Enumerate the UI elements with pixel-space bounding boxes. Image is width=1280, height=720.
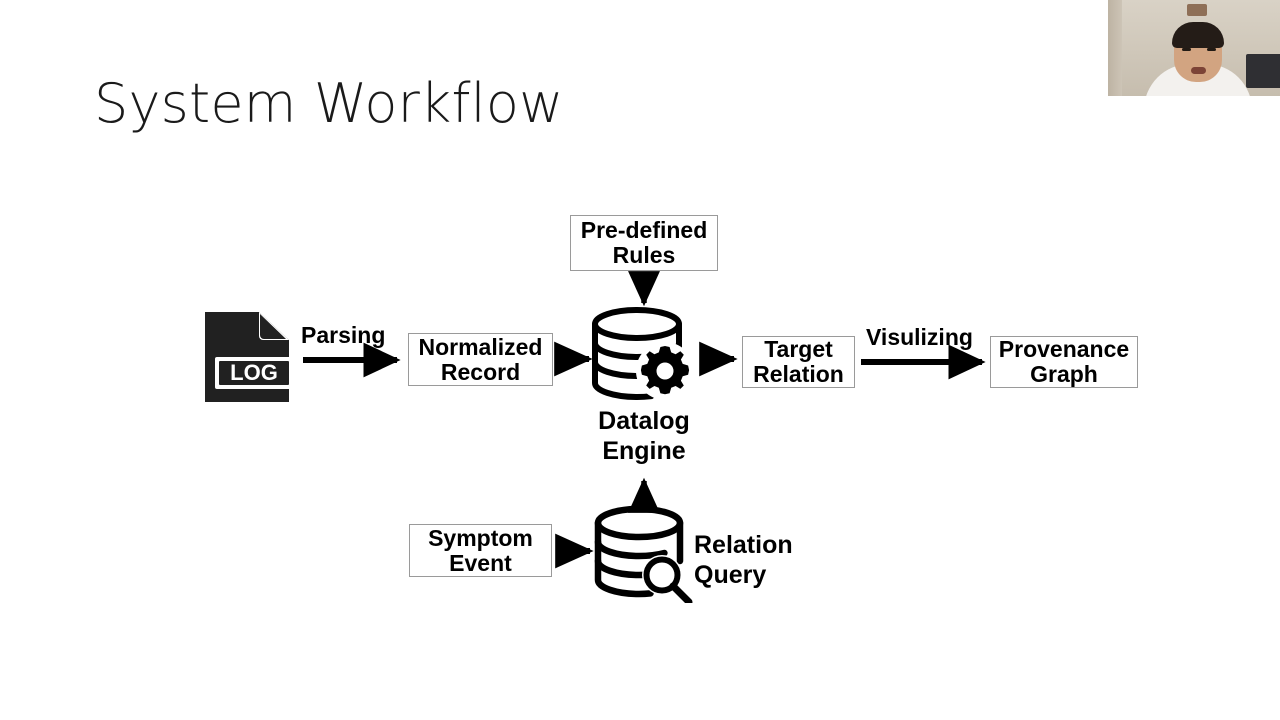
node-pre-defined-rules-line1: Pre-defined (580, 217, 708, 243)
webcam-wall-edge (1108, 0, 1122, 96)
node-target-relation-line1: Target (764, 336, 833, 362)
node-normalized-record-line2: Record (440, 358, 521, 385)
webcam-wall-mark (1187, 4, 1207, 16)
webcam-presenter-eye-left (1182, 48, 1191, 51)
webcam-presenter-mouth (1191, 67, 1206, 74)
node-symptom-event-line2: Event (449, 549, 512, 576)
node-symptom-event[interactable]: Symptom Event (409, 524, 552, 577)
node-pre-defined-rules-line2: Rules (612, 242, 676, 268)
magnifier-icon (642, 555, 693, 606)
node-datalog-engine-caption: Datalog Engine (571, 406, 717, 466)
node-target-relation-line2: Relation (753, 361, 844, 387)
page-title: System Workflow (94, 72, 564, 135)
node-relation-query-line1: Relation (694, 531, 793, 559)
node-provenance-graph-line2: Graph (1030, 361, 1098, 387)
node-datalog-engine-line1: Datalog (598, 407, 690, 435)
node-relation-query-line2: Query (694, 561, 767, 589)
node-provenance-graph[interactable]: Provenance Graph (990, 336, 1138, 388)
webcam-presenter-eye-right (1207, 48, 1216, 51)
gear-icon (636, 342, 694, 400)
webcam-presenter-hair (1172, 22, 1224, 48)
edge-label-parsing: Parsing (301, 322, 386, 348)
node-normalized-record[interactable]: Normalized Record (408, 333, 553, 386)
node-relation-query-caption: Relation Query (694, 530, 804, 590)
svg-text:LOG: LOG (230, 360, 278, 385)
node-provenance-graph-line1: Provenance (998, 336, 1130, 362)
presenter-webcam-overlay[interactable] (1108, 0, 1280, 96)
edge-label-visulizing: Visulizing (866, 324, 973, 350)
node-datalog-engine-line2: Engine (602, 437, 686, 465)
log-file-icon: LOG (201, 310, 297, 404)
node-target-relation[interactable]: Target Relation (742, 336, 855, 388)
database-search-icon (594, 505, 694, 606)
node-pre-defined-rules[interactable]: Pre-defined Rules (570, 215, 718, 271)
database-gear-icon (592, 305, 696, 403)
node-symptom-event-line1: Symptom (428, 524, 533, 551)
webcam-dark-object (1246, 54, 1280, 88)
node-normalized-record-line1: Normalized (418, 333, 543, 360)
